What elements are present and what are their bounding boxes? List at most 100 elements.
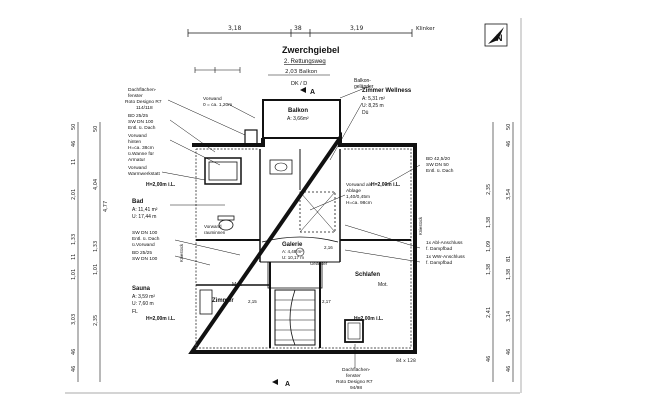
note-vorwand-hinten-2: hinten xyxy=(128,139,141,145)
top-dim-3: 3,19 xyxy=(350,25,364,32)
top-dimension-chain: 3,18 38 3,19 Klinker xyxy=(187,25,436,37)
note-mot-left: Mot. xyxy=(232,282,242,288)
balcony: Balkon A: 3,66m² xyxy=(262,99,341,139)
roof-window-bottom xyxy=(344,319,364,343)
ldim-o-0: 50 xyxy=(71,124,77,130)
rdim-i-5: 46 xyxy=(486,356,492,362)
note-anschluss-2b: f. Dampfbad xyxy=(426,260,452,266)
note-dff-top-2: fenster xyxy=(128,93,143,99)
rdim-i-1: 1,38 xyxy=(486,217,492,228)
note-bottom-dim: 84 x 128 xyxy=(396,358,416,364)
staircase xyxy=(267,261,323,346)
note-sw-dn-1: SW DN 100 xyxy=(132,230,158,236)
ldim-o-7: 3,03 xyxy=(71,314,77,325)
galerie-outline xyxy=(261,236,339,257)
note-dff-bottom-4: 94/98 xyxy=(350,385,362,391)
section-arrow-top-icon xyxy=(300,87,306,93)
plan-title: Zwerchgiebel xyxy=(282,45,340,55)
interior-walls xyxy=(196,149,411,348)
dk-d-label: DK / D xyxy=(291,81,307,87)
room-bad-name: Bad xyxy=(132,199,144,205)
note-vorwand-warm-2: Warmwerkstatt xyxy=(128,171,160,177)
note-vorwand-als-2: Ablage xyxy=(346,188,361,194)
note-dff-bottom-3: Roto Designo R7 xyxy=(336,379,373,385)
ldim-o-4: 1,33 xyxy=(71,234,77,245)
note-anschluss-2a: 1x WW-Anschluss xyxy=(426,254,465,260)
top-dim-1: 3,18 xyxy=(228,25,242,32)
rdim-o-7: 46 xyxy=(506,366,512,372)
rdim-o-2: 3,54 xyxy=(506,189,512,200)
section-a-top: A xyxy=(310,89,315,96)
balkon-gelander-1: Balkon- xyxy=(354,78,371,84)
note-dff-top-4: 114/118 xyxy=(136,105,153,111)
room-zimmer-wellness-name: Zimmer Wellness xyxy=(362,88,412,94)
note-vorwand-hinten-5: Armatur xyxy=(128,157,145,163)
note-bd-lower-1: BD 25/25 xyxy=(132,250,152,256)
note-vorwand-warm-1: Vorwand xyxy=(128,165,147,171)
note-anschluss-1b: f. Dampfbad xyxy=(426,246,452,252)
ldim-i-1: 4,77 xyxy=(103,201,109,212)
rdim-i-4: 2,41 xyxy=(486,307,492,318)
right-dimension-chain-outer: 50 46 3,54 81 1,38 3,14 46 46 xyxy=(506,122,514,382)
room-bad-area: A: 11,41 m² xyxy=(132,207,158,213)
note-vorwand-hinten-4: ü.Wanne für xyxy=(128,151,154,157)
note-vorwand-als-4: H=ca. 98cm xyxy=(346,200,372,206)
bathtub xyxy=(204,157,242,185)
balkon-gelander-2: geländer xyxy=(354,84,374,90)
scale-bar xyxy=(194,67,241,73)
ldim-i-4: 2,35 xyxy=(93,315,99,326)
rdim-o-6: 46 xyxy=(506,349,512,355)
note-bd-right-1: BD 42,5/20 xyxy=(426,156,450,162)
left-dimension-chain-outer: 50 46 11 2,01 1,33 11 1,01 3,03 46 46 xyxy=(71,122,79,382)
note-vorwand-1: Vorwand xyxy=(203,96,222,102)
note-vorwand-hinten-3: H=ca. 38cm xyxy=(128,145,154,151)
ldim-i-3: 1,33 xyxy=(93,241,99,252)
room-sauna-extra: FL xyxy=(132,309,138,315)
note-bd-top-3: Entl. ü. Dach xyxy=(128,125,156,131)
note-vorwand-bath-1: Vorwand xyxy=(204,224,222,229)
note-anschluss-1a: 1x Abl-Anschluss xyxy=(426,240,463,246)
room-zimmer-wellness-area: A: 5,31 m² xyxy=(362,96,385,102)
note-dff-top-1: Dachflächen- xyxy=(128,87,157,93)
leader-lines xyxy=(161,85,421,368)
note-vorwand-als-3: 1,40/0,45m xyxy=(346,194,370,200)
sauna-bench xyxy=(199,289,213,315)
note-gelander: Geländer xyxy=(310,261,328,266)
ldim-o-6: 1,01 xyxy=(71,269,77,280)
note-height-2-15: 2,15 xyxy=(248,299,257,304)
section-arrow-bottom-icon xyxy=(272,379,278,385)
note-height-tr: H=2,00m i.L. xyxy=(371,182,401,188)
ldim-o-8: 46 xyxy=(71,349,77,355)
top-dim-4: Klinker xyxy=(416,26,436,32)
rdim-i-0: 2,35 xyxy=(486,184,492,195)
note-vorwand-als-1: Vorwand als xyxy=(346,182,373,188)
room-balkon-name: Balkon xyxy=(288,108,308,114)
note-kniestock-left: Kniestock xyxy=(179,243,184,262)
note-bd-top-1: BD 25/25 xyxy=(128,113,148,119)
note-height-2-17: 2,17 xyxy=(322,299,331,304)
notes-right: Vorwand 0 = ca. 1,20m BD 42,5/20 SW DN 5… xyxy=(179,96,465,391)
note-vorwand-bath-2: rauminnen xyxy=(204,230,226,235)
north-label: N xyxy=(496,33,503,43)
note-bd-lower-2: SW DN 100 xyxy=(132,256,158,262)
note-height-2-16: 2,16 xyxy=(324,245,333,250)
note-bd-right-2: SW DN 50 xyxy=(426,162,449,168)
note-dff-bottom-1: Dachflächen- xyxy=(342,367,371,373)
note-sw-dn-3: ü.Vorwand xyxy=(132,242,155,248)
room-sauna-area: A: 3,59 m² xyxy=(132,294,155,300)
note-height-bl: H=2,00m i.L. xyxy=(146,316,176,322)
note-bd-top-2: SW DN 100 xyxy=(128,119,154,125)
rdim-o-3: 81 xyxy=(506,256,512,262)
rdim-o-1: 46 xyxy=(506,141,512,147)
room-galerie-area: A: 4,48 m² xyxy=(282,249,303,254)
note-mot-right: Mot. xyxy=(378,282,388,288)
room-zimmer-wellness-perimeter: U: 8,25 m xyxy=(362,103,384,109)
ldim-o-1: 46 xyxy=(71,141,77,147)
note-vorwand-2: 0 = ca. 1,20m xyxy=(203,102,232,108)
note-kniestock-right: Kniestock xyxy=(418,216,423,235)
rdim-o-4: 1,38 xyxy=(506,269,512,280)
ldim-o-9: 46 xyxy=(71,366,77,372)
room-galerie-perimeter: U: 10,17 m xyxy=(282,255,304,260)
ldim-o-5: 11 xyxy=(71,254,77,260)
